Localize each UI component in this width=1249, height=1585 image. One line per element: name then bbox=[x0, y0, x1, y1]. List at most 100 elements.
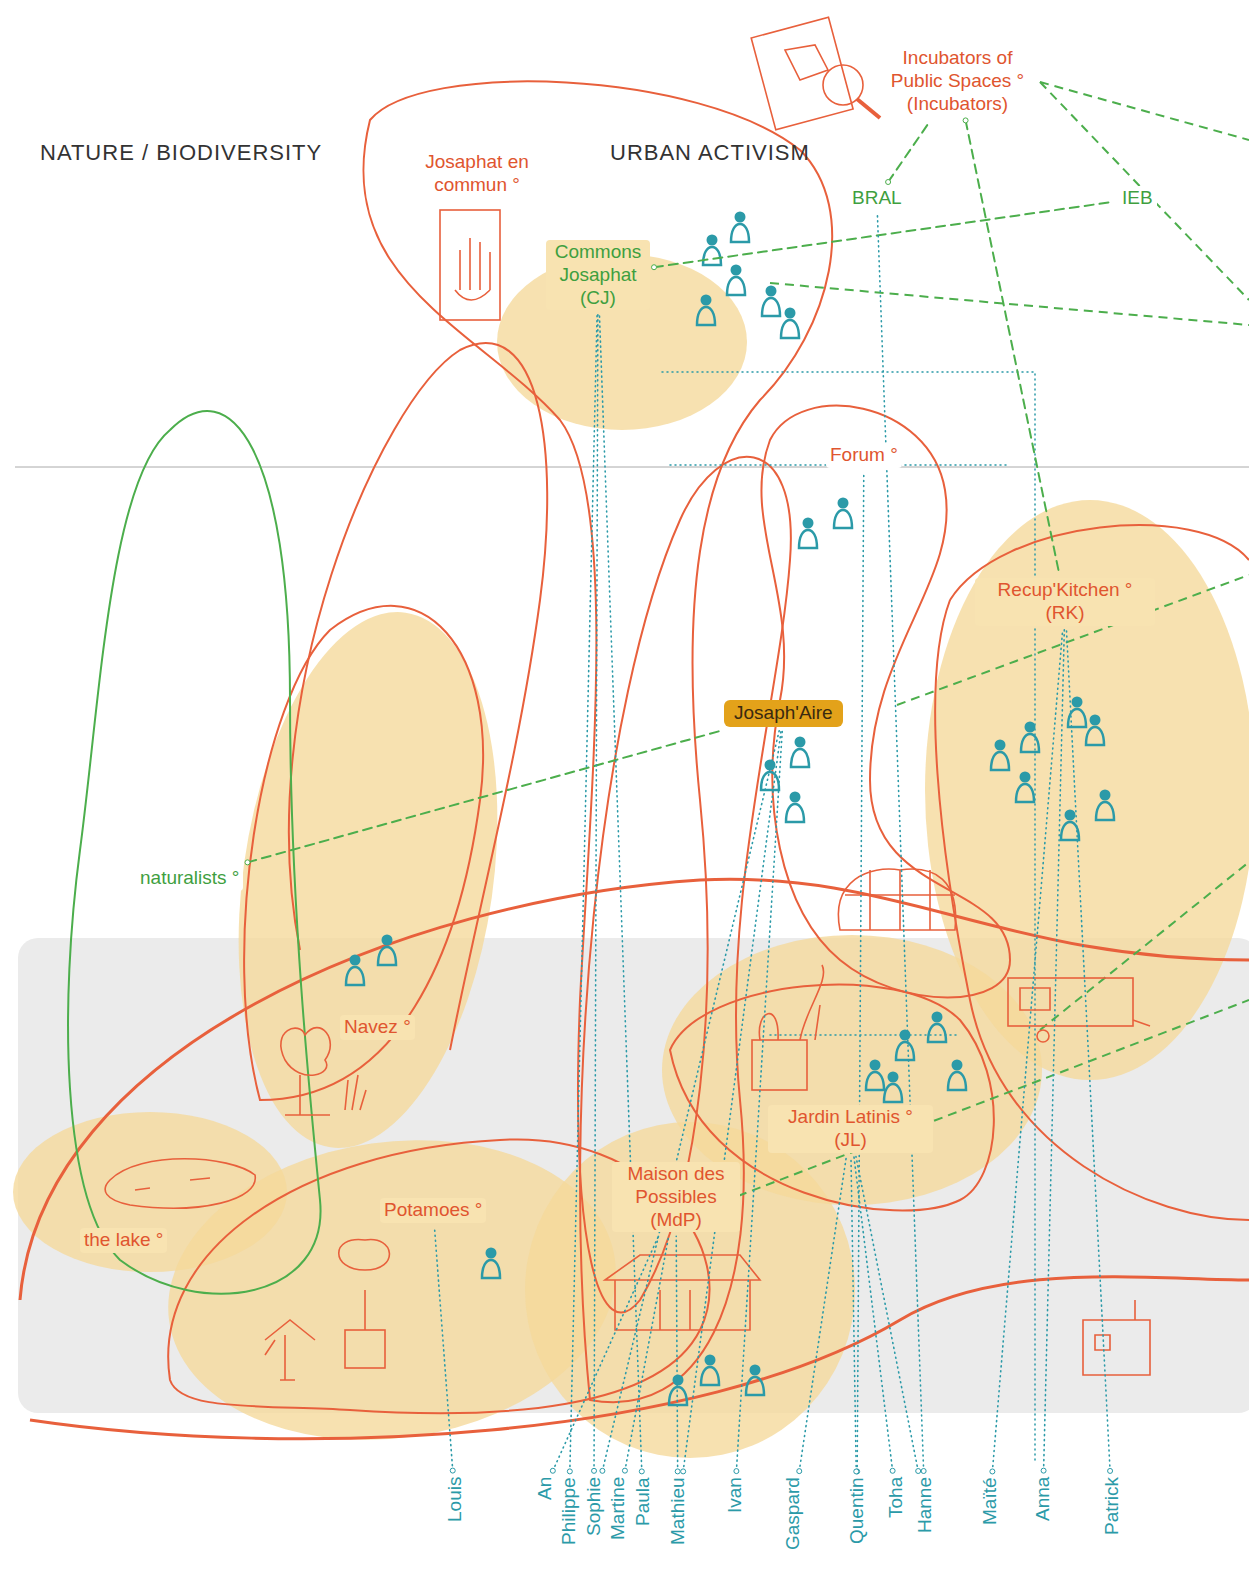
connector-path bbox=[683, 731, 781, 1472]
node-text: IEB bbox=[1122, 187, 1153, 210]
node-text: Commons Josaphat (CJ) bbox=[550, 241, 646, 309]
person-icon bbox=[866, 1060, 884, 1091]
membership-link bbox=[851, 1157, 859, 1474]
person-name-text: Louis bbox=[444, 1477, 467, 1522]
person-icon bbox=[948, 1060, 966, 1091]
person-icon bbox=[884, 1072, 902, 1103]
person-name-text: Martine bbox=[607, 1477, 630, 1540]
person-icon bbox=[346, 955, 364, 986]
sketch-stroke bbox=[580, 457, 791, 1402]
person-head bbox=[838, 498, 849, 509]
person-head bbox=[701, 295, 712, 306]
person-head bbox=[888, 1072, 899, 1083]
membership-link bbox=[599, 314, 644, 1473]
connector-end-dot bbox=[639, 1469, 644, 1474]
connector-end-dot bbox=[550, 1468, 555, 1473]
person-head bbox=[785, 308, 796, 319]
connector-end-dot bbox=[855, 1469, 860, 1474]
person-name-text: Ivan bbox=[724, 1477, 747, 1513]
sketch-stroke bbox=[345, 1075, 366, 1110]
connector-end-dot bbox=[916, 1469, 921, 1474]
connector-end-dot bbox=[450, 1468, 455, 1473]
actor-label: BRAL bbox=[848, 186, 906, 211]
person-name: Quentin bbox=[846, 1475, 869, 1546]
connector-path bbox=[966, 120, 1060, 574]
membership-link bbox=[567, 314, 597, 1473]
membership-link bbox=[434, 1227, 455, 1473]
person-icon bbox=[1096, 790, 1114, 821]
connector-end-dot bbox=[921, 1469, 926, 1474]
person-icon bbox=[746, 1365, 764, 1396]
person-head bbox=[795, 737, 806, 748]
person-body bbox=[781, 320, 799, 338]
sketch-stroke bbox=[770, 283, 1249, 325]
person-body bbox=[482, 1260, 500, 1278]
sketch-stroke bbox=[759, 965, 823, 1040]
person-body bbox=[762, 298, 780, 316]
sketch-stroke bbox=[1008, 978, 1133, 1026]
actor-label: IEB bbox=[1118, 186, 1157, 211]
person-head bbox=[766, 286, 777, 297]
connector-path bbox=[856, 1157, 918, 1471]
sketch-stroke bbox=[1083, 1300, 1150, 1375]
sketch-stroke bbox=[363, 81, 832, 1312]
connector-path bbox=[877, 215, 923, 1471]
person-head bbox=[932, 1012, 943, 1023]
person-body bbox=[896, 1042, 914, 1060]
connector-end-dot bbox=[890, 1468, 895, 1473]
person-body bbox=[378, 947, 396, 965]
section-heading: URBAN ACTIVISM bbox=[610, 140, 810, 166]
connector-path bbox=[676, 1236, 677, 1471]
connector-path bbox=[594, 314, 598, 1470]
connector-end-dot bbox=[681, 1469, 686, 1474]
connector-path bbox=[654, 202, 1114, 268]
person-body bbox=[866, 1072, 884, 1090]
connector-end-dot bbox=[854, 1469, 859, 1474]
place-label: Maison des Possibles (MdP) bbox=[612, 1162, 740, 1232]
person-name: Paula bbox=[632, 1475, 655, 1528]
sketch-stroke bbox=[785, 45, 828, 80]
person-body bbox=[791, 749, 809, 767]
person-head bbox=[735, 212, 746, 223]
sketch-stroke bbox=[1040, 82, 1249, 300]
person-icon bbox=[1021, 722, 1039, 753]
node-text: Josaph'Aire bbox=[734, 702, 833, 725]
sketch-stroke bbox=[838, 869, 955, 930]
person-icon bbox=[697, 295, 715, 326]
person-icon bbox=[991, 740, 1009, 771]
membership-link bbox=[1041, 630, 1064, 1474]
connector-end-dot bbox=[622, 1468, 627, 1473]
organisation-label: Incubators of Public Spaces ° (Incubator… bbox=[880, 46, 1035, 116]
membership-link bbox=[797, 1157, 847, 1474]
person-name: Louis bbox=[444, 1475, 467, 1524]
membership-link bbox=[550, 1236, 658, 1473]
connector-end-dot bbox=[1108, 1468, 1113, 1473]
sketch-stroke bbox=[30, 1277, 1249, 1439]
sketch-stroke bbox=[770, 1034, 960, 1036]
person-body bbox=[697, 307, 715, 325]
person-head bbox=[382, 935, 393, 946]
person-head bbox=[952, 1060, 963, 1071]
person-name-text: An bbox=[534, 1477, 557, 1500]
membership-link bbox=[990, 630, 1063, 1474]
connector-path bbox=[625, 1236, 669, 1470]
sketch-stroke bbox=[738, 1000, 1249, 1196]
membership-link bbox=[856, 1157, 921, 1474]
person-body bbox=[1016, 784, 1034, 802]
sketch-stroke bbox=[265, 1320, 315, 1380]
group-outlines bbox=[20, 81, 1249, 1438]
connector-end-dot bbox=[652, 265, 657, 270]
sketch-stroke bbox=[339, 1240, 390, 1330]
person-name-text: Toha bbox=[885, 1477, 908, 1518]
person-icons bbox=[346, 212, 1114, 1406]
person-body bbox=[1086, 727, 1104, 745]
node-text: Jardin Latinis ° (JL) bbox=[772, 1106, 929, 1152]
person-body bbox=[1096, 802, 1114, 820]
connector-path bbox=[1044, 630, 1065, 1471]
node-text: BRAL bbox=[852, 187, 902, 210]
person-head bbox=[350, 955, 361, 966]
person-icon bbox=[1016, 772, 1034, 803]
person-body bbox=[1021, 734, 1039, 752]
connector-path bbox=[799, 1157, 846, 1472]
